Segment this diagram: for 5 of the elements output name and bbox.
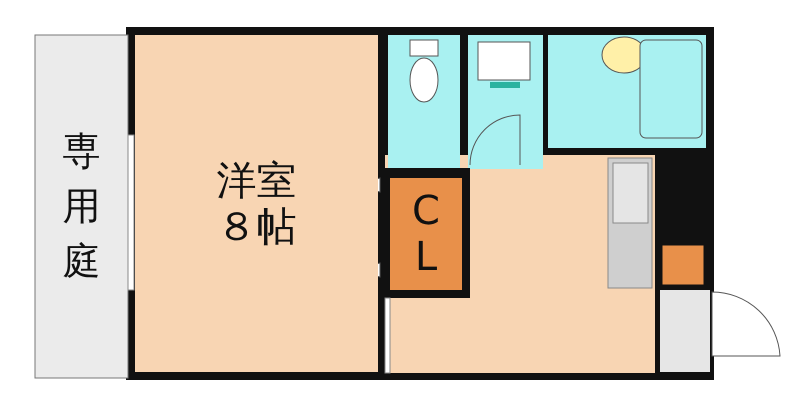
room-label: 洋室８帖 bbox=[216, 158, 298, 250]
closet-box bbox=[390, 178, 462, 290]
room-area bbox=[135, 35, 378, 372]
closet-label: CL bbox=[411, 188, 441, 280]
garden-label: 専用庭 bbox=[62, 128, 102, 286]
